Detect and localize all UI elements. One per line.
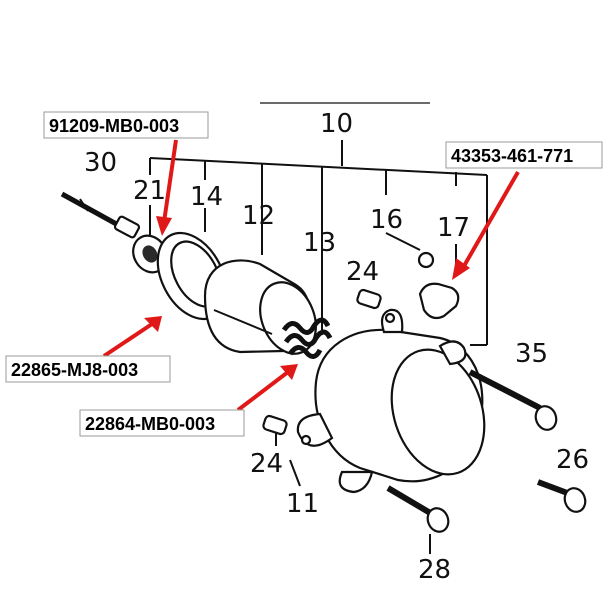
ref-28: 28 (418, 555, 451, 585)
part-number-22865: 22865-MJ8-003 (11, 360, 138, 380)
ref-17: 17 (437, 213, 470, 243)
ref-24-lower: 24 (250, 449, 283, 479)
callout-arrow-22864 (236, 364, 298, 412)
dowel-24-upper (356, 288, 382, 310)
part-label-91209: 91209-MB0-003 (43, 111, 209, 139)
ref-24-upper: 24 (346, 257, 379, 287)
callout-arrow-43353 (452, 171, 520, 280)
bolt-30 (60, 191, 141, 239)
ref-12: 12 (242, 201, 275, 231)
ref-16: 16 (370, 205, 403, 235)
dowel-24-lower (262, 414, 288, 446)
ref-26: 26 (556, 445, 589, 475)
callout-arrow-22865 (102, 316, 162, 358)
bolt-26 (536, 479, 587, 513)
bolt-35 (468, 369, 558, 431)
spring-13 (281, 317, 333, 359)
assembly-bracket-10 (149, 140, 488, 346)
ref-14: 14 (190, 182, 223, 212)
ref-35: 35 (515, 339, 548, 369)
bleeder-16 (385, 232, 435, 269)
part-label-22865: 22865-MJ8-003 (5, 355, 171, 383)
ref-30: 30 (84, 148, 117, 178)
ref-11: 11 (286, 489, 319, 519)
ref-10: 10 (320, 109, 353, 139)
ref-21: 21 (133, 176, 166, 206)
bolt-28 (386, 485, 450, 554)
callout-arrow-91209 (156, 139, 178, 236)
part-label-22864: 22864-MB0-003 (79, 409, 245, 437)
part-number-43353: 43353-461-771 (451, 146, 573, 166)
ref-13: 13 (303, 228, 336, 258)
part-number-91209: 91209-MB0-003 (49, 116, 179, 136)
slave-cylinder-body-11 (289, 308, 486, 494)
part-label-43353: 43353-461-771 (445, 141, 603, 169)
part-number-22864: 22864-MB0-003 (85, 414, 215, 434)
